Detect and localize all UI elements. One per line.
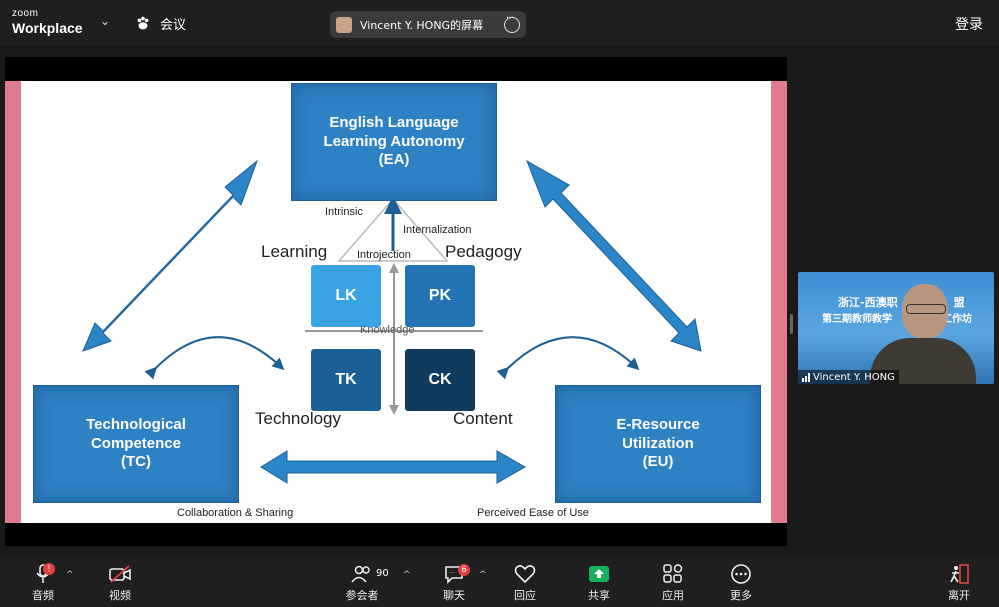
share-button[interactable]: 共享 — [569, 560, 629, 603]
signal-icon — [802, 372, 810, 382]
meeting-info-button[interactable]: 会议 — [134, 14, 186, 33]
top-bar: zoom Workplace ⌄ 会议 Vincent Y. HONG的屏幕 登… — [0, 0, 999, 46]
tc-box: Technological Competence (TC) — [33, 385, 239, 503]
more-label: 更多 — [730, 589, 752, 602]
more-button[interactable]: 更多 — [711, 560, 771, 603]
video-off-icon — [109, 565, 131, 583]
shared-screen: English Language Learning Autonomy (EA) … — [5, 57, 787, 546]
chat-badge: 6 — [458, 564, 470, 576]
pk-square: PK — [405, 265, 475, 327]
apps-icon — [663, 564, 683, 583]
participants-button[interactable]: 参会者 — [332, 560, 392, 603]
lk-square: LK — [311, 265, 381, 327]
banner-text-2: 第三期教师教学工作坊 — [822, 314, 972, 325]
arrow-ea-tc — [82, 159, 259, 352]
apps-label: 应用 — [662, 589, 684, 602]
participants-icon — [351, 565, 370, 583]
perceived-label: Perceived Ease of Use — [477, 507, 589, 519]
meeting-label: 会议 — [160, 18, 187, 33]
pedagogy-label: Pedagogy — [445, 242, 522, 261]
video-label: 视频 — [109, 589, 131, 602]
leave-icon — [950, 564, 969, 584]
curve-right — [496, 336, 640, 380]
leave-button[interactable]: 离开 — [929, 560, 989, 603]
brand-bottom: Workplace — [12, 20, 83, 36]
participant-name: Vincent Y. HONG — [813, 371, 895, 383]
content-label: Content — [453, 409, 513, 428]
curve-left — [144, 336, 285, 380]
participants-caret[interactable]: ^ — [403, 570, 411, 580]
resize-handle[interactable] — [790, 314, 793, 334]
chat-label: 聊天 — [443, 589, 465, 602]
paw-icon — [137, 16, 149, 29]
meeting-toolbar: ! 音频 ^ 视频 参会者 90 ^ ··· 6 聊天 ^ 回应 共享 应用 更… — [0, 556, 999, 607]
participant-video-tile[interactable]: 浙江-西澳职盟 第三期教师教学工作坊 Vincent Y. HONG — [798, 272, 994, 384]
arrow-ea-eu — [526, 159, 702, 352]
tk-square: TK — [311, 349, 381, 411]
video-button[interactable]: 视频 — [90, 560, 150, 603]
slide-right-border — [771, 81, 787, 523]
banner-text-1: 浙江-西澳职盟 — [838, 296, 965, 309]
apps-button[interactable]: 应用 — [643, 560, 703, 603]
diagram-arrows — [82, 159, 702, 484]
more-options-icon[interactable] — [504, 13, 520, 33]
chat-button[interactable]: ··· 6 聊天 — [424, 560, 484, 603]
react-label: 回应 — [514, 589, 536, 602]
leave-label: 离开 — [948, 589, 970, 602]
ea-box: English Language Learning Autonomy (EA) — [291, 83, 497, 201]
participants-count: 90 — [376, 568, 389, 579]
share-label: 共享 — [588, 589, 610, 602]
login-link[interactable]: 登录 — [955, 17, 983, 33]
glasses — [906, 304, 946, 314]
audio-button[interactable]: ! 音频 — [13, 560, 73, 603]
svg-text:···: ··· — [449, 570, 455, 577]
learning-label: Learning — [261, 242, 328, 261]
introjection-label: Introjection — [357, 249, 411, 261]
zoom-workplace-logo: zoom Workplace — [12, 8, 83, 36]
participants-label: 参会者 — [345, 589, 379, 602]
share-pill-text: Vincent Y. HONG的屏幕 — [360, 18, 484, 32]
knowledge-label: Knowledge — [360, 324, 415, 336]
audio-options-caret[interactable]: ^ — [66, 570, 74, 580]
more-icon — [731, 564, 751, 584]
intrinsic-label: Intrinsic — [325, 206, 363, 218]
chat-caret[interactable]: ^ — [479, 570, 487, 580]
brand-top: zoom — [12, 8, 39, 19]
eu-box: E-Resource Utilization (EU) — [555, 385, 761, 503]
technology-label: Technology — [255, 409, 342, 428]
internalization-label: Internalization — [403, 224, 472, 236]
share-screen-icon — [589, 566, 609, 582]
audio-alert-badge: ! — [43, 563, 55, 575]
participant-name-tag: Vincent Y. HONG — [798, 370, 899, 384]
chevron-down-icon[interactable]: ⌄ — [100, 14, 111, 28]
screen-share-indicator[interactable]: Vincent Y. HONG的屏幕 — [330, 11, 526, 38]
collaboration-label: Collaboration & Sharing — [177, 507, 294, 519]
avatar — [336, 16, 352, 33]
slide-left-border — [5, 81, 21, 523]
heart-icon — [514, 565, 536, 584]
react-button[interactable]: 回应 — [495, 560, 555, 603]
slide: English Language Learning Autonomy (EA) … — [5, 81, 787, 523]
ck-square: CK — [405, 349, 475, 411]
arrow-tc-eu — [260, 450, 527, 484]
audio-label: 音频 — [32, 589, 54, 602]
